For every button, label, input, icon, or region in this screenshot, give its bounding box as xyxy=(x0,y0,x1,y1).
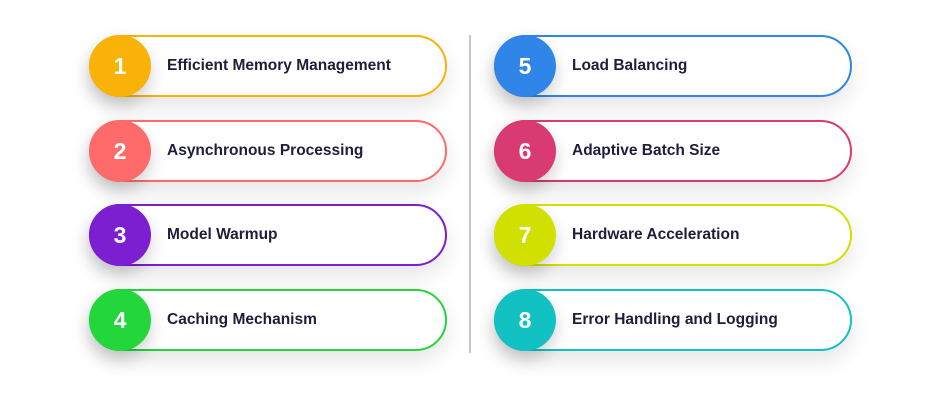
item-label: Load Balancing xyxy=(572,57,688,74)
item-label: Hardware Acceleration xyxy=(572,226,740,243)
list-item-2: 2 Asynchronous Processing xyxy=(89,120,447,182)
number-badge: 4 xyxy=(89,289,151,351)
item-label: Error Handling and Logging xyxy=(572,311,778,328)
list-item-7: 7 Hardware Acceleration xyxy=(494,204,852,266)
list-item-5: 5 Load Balancing xyxy=(494,35,852,97)
column-divider xyxy=(469,35,471,353)
list-item-6: 6 Adaptive Batch Size xyxy=(494,120,852,182)
number-badge: 8 xyxy=(494,289,556,351)
item-label: Asynchronous Processing xyxy=(167,142,364,159)
number-badge: 1 xyxy=(89,35,151,97)
item-label: Efficient Memory Management xyxy=(167,57,391,74)
list-item-4: 4 Caching Mechanism xyxy=(89,289,447,351)
item-label: Caching Mechanism xyxy=(167,311,317,328)
item-label: Adaptive Batch Size xyxy=(572,142,721,159)
number-badge: 6 xyxy=(494,120,556,182)
list-item-3: 3 Model Warmup xyxy=(89,204,447,266)
number-badge: 2 xyxy=(89,120,151,182)
list-item-1: 1 Efficient Memory Management xyxy=(89,35,447,97)
list-item-8: 8 Error Handling and Logging xyxy=(494,289,852,351)
number-badge: 3 xyxy=(89,204,151,266)
item-label: Model Warmup xyxy=(167,226,278,243)
number-badge: 5 xyxy=(494,35,556,97)
number-badge: 7 xyxy=(494,204,556,266)
